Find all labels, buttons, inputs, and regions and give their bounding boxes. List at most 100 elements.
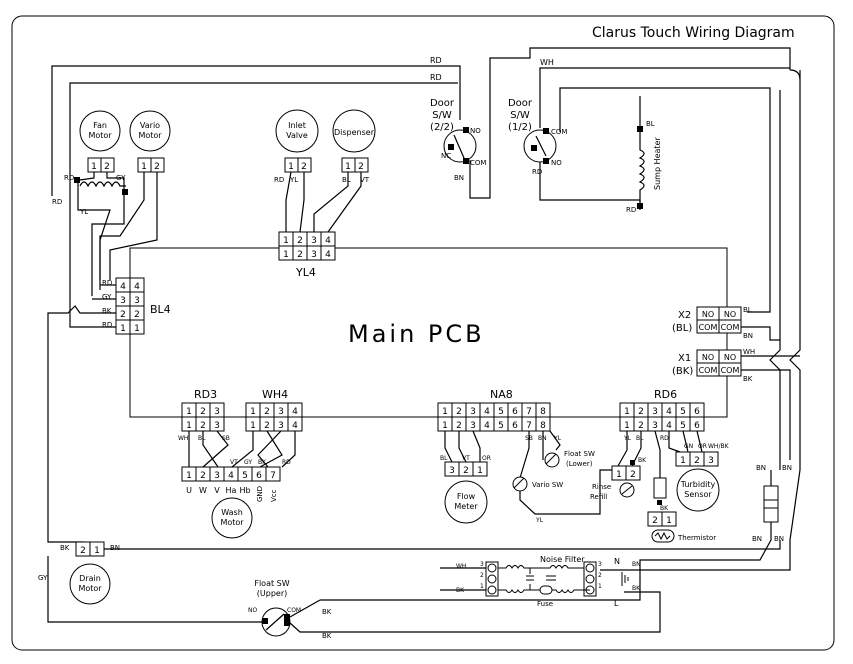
- dispenser: Dispenser 1 2 BL VT: [332, 109, 376, 184]
- svg-text:3: 3: [214, 407, 220, 417]
- svg-text:2: 2: [200, 421, 206, 431]
- svg-text:1: 1: [134, 324, 140, 334]
- right-bn-component: BN BN BN BN: [320, 464, 801, 601]
- svg-text:BK: BK: [102, 307, 112, 315]
- svg-text:4: 4: [666, 407, 672, 417]
- svg-text:Hb: Hb: [239, 486, 250, 495]
- svg-text:BN: BN: [632, 561, 641, 568]
- svg-text:YL: YL: [535, 517, 544, 524]
- svg-text:Motor: Motor: [220, 518, 244, 527]
- svg-text:Wash: Wash: [221, 508, 243, 517]
- svg-text:OR: OR: [698, 443, 707, 450]
- svg-text:YL: YL: [289, 176, 298, 184]
- svg-text:3: 3: [470, 407, 476, 417]
- flow-meter: 3 2 1 Flow Meter: [444, 461, 488, 524]
- svg-text:6: 6: [694, 421, 700, 431]
- svg-text:BL: BL: [342, 176, 351, 184]
- svg-text:1: 1: [680, 456, 686, 466]
- svg-text:3: 3: [311, 250, 317, 260]
- svg-text:V: V: [214, 486, 220, 495]
- noise-filter: Noise Filter WH BK 3 2 1 3 2 1 Fuse N L …: [440, 555, 641, 608]
- svg-text:Dispenser: Dispenser: [334, 128, 375, 137]
- svg-text:Vario: Vario: [140, 121, 160, 130]
- svg-text:NO: NO: [724, 310, 736, 319]
- svg-text:4: 4: [325, 250, 331, 260]
- connector-bl4: 4 4 3 3 2 2 1 1 BL4 RD GY BK RD: [47, 186, 171, 543]
- svg-text:Door: Door: [508, 98, 533, 109]
- svg-text:4: 4: [325, 236, 331, 246]
- svg-text:2: 2: [134, 310, 140, 320]
- svg-text:1: 1: [480, 583, 484, 590]
- svg-text:Inlet: Inlet: [288, 121, 306, 130]
- svg-text:VT: VT: [360, 176, 370, 184]
- svg-text:1: 1: [442, 407, 448, 417]
- yl4-label: YL4: [295, 266, 316, 279]
- svg-text:2: 2: [264, 421, 270, 431]
- svg-text:Door: Door: [430, 98, 455, 109]
- svg-text:X1: X1: [678, 353, 691, 364]
- svg-text:2: 2: [301, 162, 307, 172]
- svg-text:3: 3: [278, 407, 284, 417]
- svg-text:1: 1: [477, 466, 483, 476]
- svg-text:COM: COM: [287, 607, 301, 614]
- svg-text:1: 1: [283, 250, 289, 260]
- svg-text:BL: BL: [636, 435, 644, 442]
- svg-text:BK: BK: [322, 608, 332, 616]
- thermistor: BK 2 1 Thermistor: [647, 477, 716, 543]
- svg-text:NC: NC: [441, 152, 451, 160]
- wire-label-rd-top2: RD: [430, 73, 442, 82]
- svg-text:VT: VT: [230, 459, 238, 466]
- svg-text:GY: GY: [244, 459, 252, 466]
- svg-text:Drain: Drain: [79, 574, 101, 583]
- svg-text:W: W: [199, 486, 207, 495]
- svg-text:WH/BK: WH/BK: [708, 443, 730, 450]
- svg-text:5: 5: [498, 421, 504, 431]
- svg-text:1: 1: [598, 583, 602, 590]
- connector-yl4: 1 2 3 4 1 2 3 4 YL4: [278, 171, 362, 279]
- svg-text:2: 2: [638, 407, 644, 417]
- svg-text:RD: RD: [102, 279, 112, 287]
- svg-text:Rinse: Rinse: [592, 483, 611, 491]
- svg-text:BN: BN: [774, 535, 784, 543]
- svg-text:BN: BN: [538, 435, 547, 442]
- svg-text:S/W: S/W: [432, 110, 452, 121]
- svg-text:Meter: Meter: [454, 502, 478, 511]
- svg-text:COM: COM: [699, 366, 718, 375]
- svg-text:N: N: [614, 557, 620, 566]
- svg-text:WH4: WH4: [262, 388, 288, 401]
- svg-text:GN: GN: [684, 443, 693, 450]
- svg-text:4: 4: [134, 282, 140, 292]
- svg-text:RD: RD: [626, 206, 636, 214]
- svg-text:Sump Heater: Sump Heater: [653, 137, 662, 190]
- svg-text:Float SW: Float SW: [254, 579, 289, 588]
- svg-text:2: 2: [638, 421, 644, 431]
- svg-text:2: 2: [154, 162, 160, 172]
- svg-text:S/W: S/W: [510, 110, 530, 121]
- svg-text:Flow: Flow: [457, 492, 476, 501]
- svg-text:4: 4: [292, 421, 298, 431]
- svg-text:3: 3: [480, 561, 484, 568]
- svg-text:BK: BK: [632, 585, 641, 592]
- svg-text:COM: COM: [721, 366, 740, 375]
- svg-text:NO: NO: [702, 310, 714, 319]
- svg-text:2: 2: [598, 572, 602, 579]
- diagram-title: Clarus Touch Wiring Diagram: [592, 25, 795, 41]
- svg-text:GND: GND: [256, 486, 264, 502]
- connector-na8: NA8 1 2 3 4 5 6 7 8 1 2 3 4 5 6 7 8 BL V…: [437, 388, 562, 479]
- svg-text:NO: NO: [702, 353, 714, 362]
- svg-text:RD: RD: [274, 176, 284, 184]
- svg-text:BL: BL: [440, 455, 448, 462]
- svg-text:2: 2: [120, 310, 126, 320]
- svg-text:3: 3: [120, 296, 126, 306]
- svg-text:NO: NO: [248, 607, 257, 614]
- svg-text:3: 3: [598, 561, 602, 568]
- svg-text:BK: BK: [60, 544, 70, 552]
- svg-text:5: 5: [680, 421, 686, 431]
- wire-label-wh-top: WH: [540, 58, 554, 67]
- svg-text:4: 4: [484, 421, 490, 431]
- svg-text:(Lower): (Lower): [566, 460, 593, 468]
- svg-text:4: 4: [484, 407, 490, 417]
- svg-text:Fan: Fan: [93, 121, 107, 130]
- svg-text:3: 3: [278, 421, 284, 431]
- svg-text:GY: GY: [38, 574, 48, 582]
